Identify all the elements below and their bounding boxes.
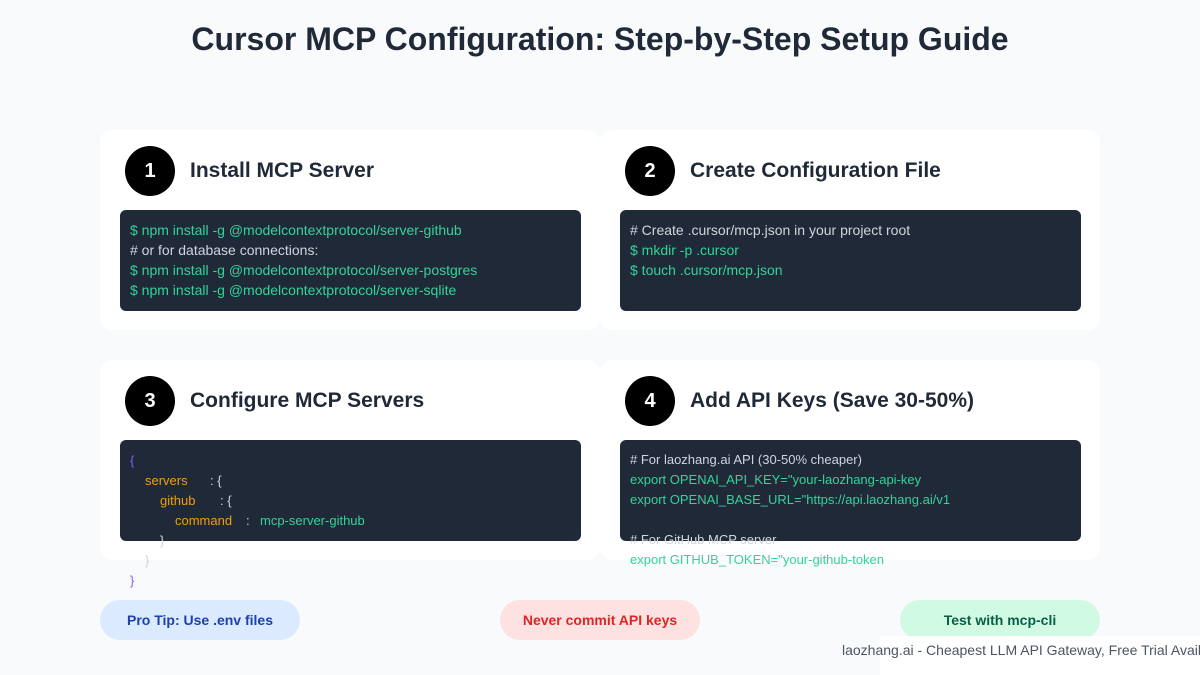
json-brace: }: [145, 553, 150, 568]
json-separator: : {: [210, 473, 222, 488]
footer-text: laozhang.ai - Cheapest LLM API Gateway, …: [842, 642, 1200, 658]
page-title: Cursor MCP Configuration: Step-by-Step S…: [191, 21, 1009, 57]
code-line: $ mkdir -p .cursor: [630, 242, 739, 258]
json-key-servers: servers: [145, 473, 188, 488]
json-brace: }: [160, 533, 165, 548]
code-line: $ touch .cursor/mcp.json: [630, 262, 783, 278]
step-title: Install MCP Server: [190, 159, 375, 182]
step-number-badge: 1: [125, 146, 175, 196]
json-code-block: { servers : { github : { command : mcp-s…: [120, 440, 581, 588]
step-title: Add API Keys (Save 30-50%): [690, 389, 975, 412]
json-brace: {: [130, 453, 135, 468]
code-block: $ npm install -g @modelcontextprotocol/s…: [120, 210, 581, 311]
code-comment: # or for database connections:: [130, 242, 319, 258]
step-title: Configure MCP Servers: [190, 389, 425, 412]
json-value-command: mcp-server-github: [260, 513, 365, 528]
code-line: $ npm install -g @modelcontextprotocol/s…: [130, 262, 478, 278]
json-brace: }: [130, 573, 135, 588]
code-line: export OPENAI_API_KEY="your-laozhang-api…: [630, 472, 922, 487]
pro-tip-badge: Pro Tip: Use .env files: [100, 600, 300, 640]
warning-badge: Never commit API keys: [500, 600, 700, 640]
step-card-configure-servers: 3 Configure MCP Servers { servers : { gi…: [100, 360, 600, 588]
step-number-badge: 2: [625, 146, 675, 196]
step-card-config-file: 2 Create Configuration File # Create .cu…: [600, 130, 1100, 330]
code-block: # For laozhang.ai API (30-50% cheaper) e…: [620, 440, 1081, 567]
json-key-github: github: [160, 493, 196, 508]
code-line: export GITHUB_TOKEN="your-github-token: [630, 552, 885, 567]
step-number-badge: 3: [125, 376, 175, 426]
json-separator: : {: [220, 493, 232, 508]
footer-background: [880, 636, 1200, 675]
json-separator: :: [246, 513, 250, 528]
code-comment: # For GitHub MCP server: [630, 532, 777, 547]
code-comment: # For laozhang.ai API (30-50% cheaper): [630, 452, 862, 467]
test-badge: Test with mcp-cli: [900, 600, 1100, 640]
step-card-install: 1 Install MCP Server $ npm install -g @m…: [100, 130, 600, 330]
code-line: $ npm install -g @modelcontextprotocol/s…: [130, 222, 462, 238]
code-block: # Create .cursor/mcp.json in your projec…: [620, 210, 1081, 311]
json-key-command: command: [175, 513, 233, 528]
code-line: $ npm install -g @modelcontextprotocol/s…: [130, 282, 457, 298]
step-number-badge: 4: [625, 376, 675, 426]
code-line: export OPENAI_BASE_URL="https://api.laoz…: [630, 492, 951, 507]
step-title: Create Configuration File: [690, 159, 941, 182]
code-comment: # Create .cursor/mcp.json in your projec…: [630, 222, 911, 238]
step-card-api-keys: 4 Add API Keys (Save 30-50%) # For laozh…: [600, 360, 1100, 567]
